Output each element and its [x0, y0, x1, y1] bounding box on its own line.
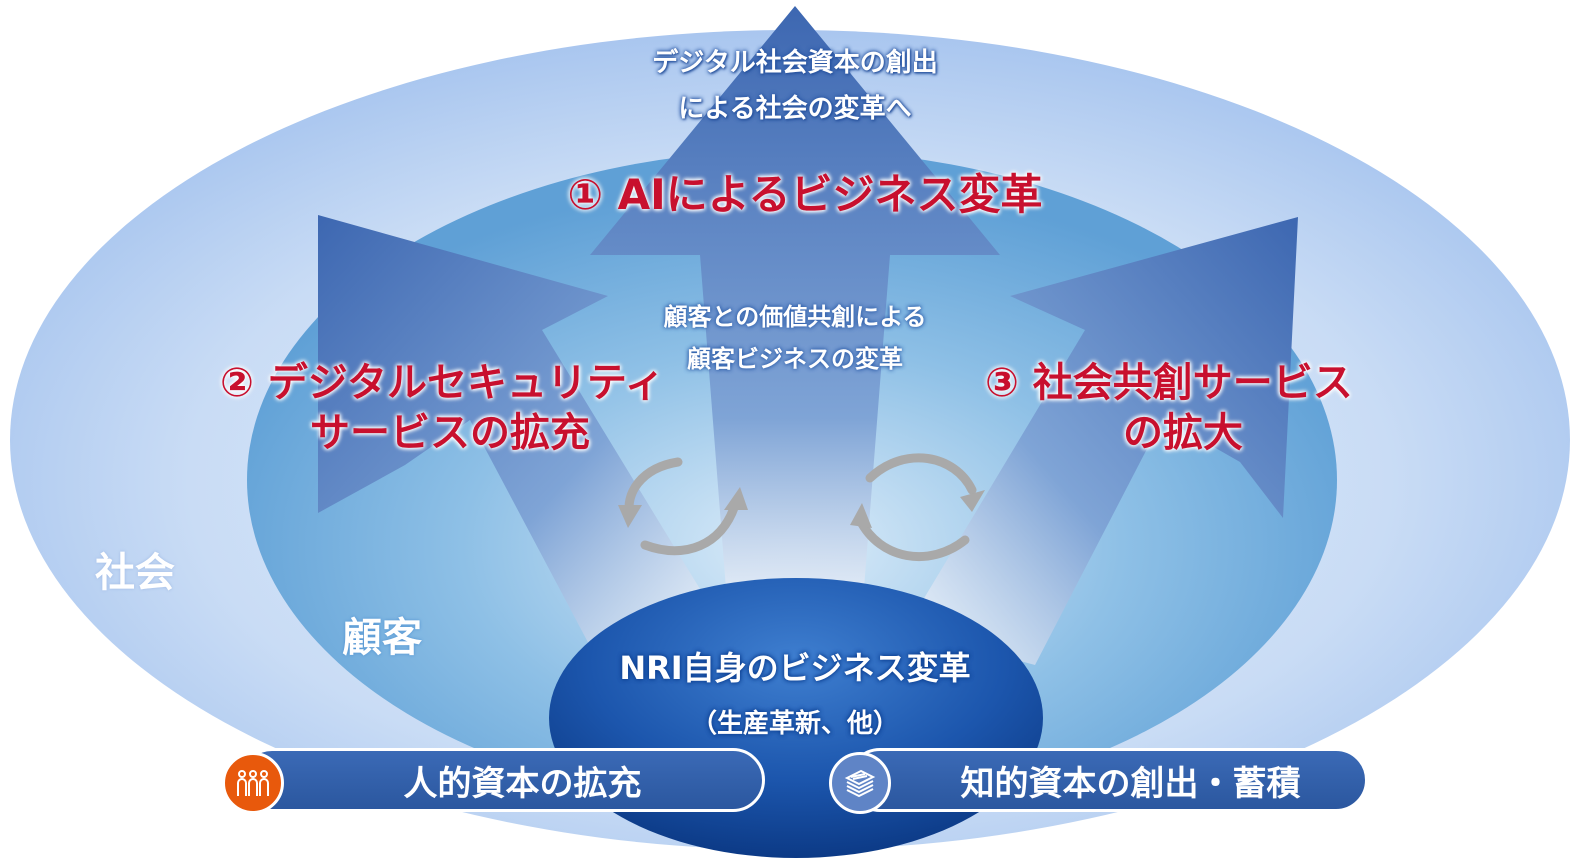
initiative-security: ② デジタルセキュリティ サービスの拡充 [220, 358, 665, 458]
nri-label-line1: NRI自身のビジネス変革 [619, 649, 971, 687]
human-capital-pill: 人的資本の拡充 [240, 748, 765, 812]
cocreation-line1: 顧客との価値共創による [663, 303, 927, 331]
initiative-social: ③ 社会共創サービス の拡大 [985, 358, 1405, 458]
initiative-ai: ① AIによるビジネス変革 [567, 170, 1043, 219]
arrow-ai [590, 6, 1000, 640]
initiative-social-line2: の拡大 [1123, 410, 1243, 456]
arrow-social [905, 217, 1298, 665]
cycle-icon-right [850, 453, 985, 562]
cycle-icon-left [618, 457, 748, 556]
society-label: 社会 [95, 550, 175, 596]
nri-label-line2: （生産革新、他） [690, 709, 899, 739]
cocreation-line2: 顧客ビジネスの変革 [687, 345, 903, 373]
documents-icon [829, 752, 891, 814]
intellectual-capital-pill: 知的資本の創出・蓄積 [848, 748, 1368, 812]
human-capital-label: 人的資本の拡充 [403, 763, 642, 804]
top-goal-line1: デジタル社会資本の創出 [652, 48, 938, 78]
initiative-security-line2: サービスの拡充 [310, 410, 590, 456]
intellectual-capital-label: 知的資本の創出・蓄積 [960, 763, 1301, 804]
initiative-social-line1: ③ 社会共創サービス [985, 360, 1353, 406]
people-icon [222, 752, 284, 814]
top-goal-line2: による社会の変革へ [678, 94, 912, 124]
customer-label: 顧客 [342, 615, 422, 661]
arrow-security [318, 215, 725, 665]
nri-label: NRI自身のビジネス変革 （生産革新、他） [560, 640, 1030, 752]
cocreation-text: 顧客との価値共創による 顧客ビジネスの変革 [600, 296, 990, 380]
initiative-security-line1: ② デジタルセキュリティ [220, 360, 665, 406]
top-goal-text: デジタル社会資本の創出 による社会の変革へ [585, 40, 1005, 132]
